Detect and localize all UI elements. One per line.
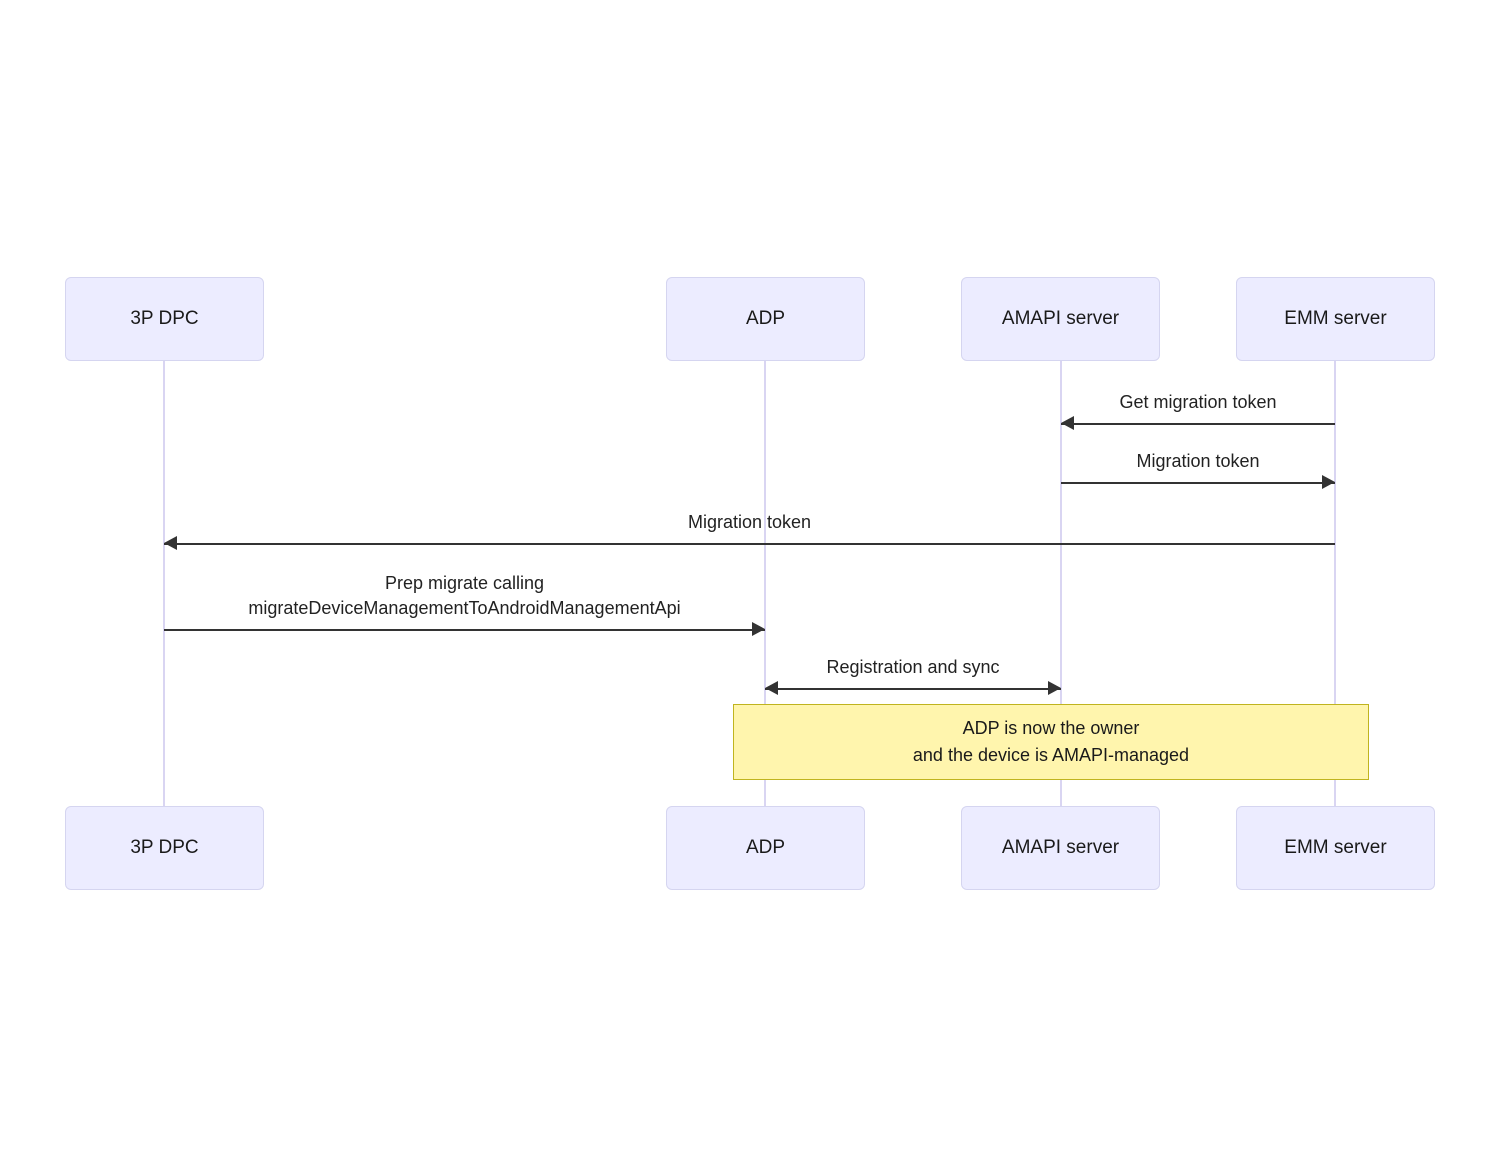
message-label-prep-migrate: Prep migrate calling migrateDeviceManage… [248, 573, 681, 618]
arrowhead-right-migration-token-amapi-emm [1322, 475, 1335, 489]
lifeline-emm [1334, 361, 1336, 806]
message-line-migration-token-emm-dpc [164, 543, 1335, 545]
message-line-get-migration-token [1061, 423, 1335, 425]
participant-label-adp: ADP [745, 307, 786, 329]
message-label-registration-and-sync: Registration and sync [826, 657, 1000, 677]
participant-bottom-adp[interactable]: ADP [666, 806, 865, 890]
message-label-migration-token-emm-dpc: Migration token [687, 512, 812, 532]
arrowhead-right-prep-migrate [752, 622, 765, 636]
participant-top-dpc[interactable]: 3P DPC [65, 277, 264, 361]
lifeline-adp [764, 361, 766, 806]
participant-label-bottom-adp: ADP [745, 836, 786, 858]
arrowhead-left-migration-token-emm-dpc [164, 536, 177, 550]
participant-bottom-dpc[interactable]: 3P DPC [65, 806, 264, 890]
participant-top-emm[interactable]: EMM server [1236, 277, 1435, 361]
participant-label-amapi: AMAPI server [1001, 307, 1120, 329]
message-line-migration-token-amapi-emm [1061, 482, 1335, 484]
participant-top-adp[interactable]: ADP [666, 277, 865, 361]
arrowhead-left-get-migration-token [1061, 416, 1074, 430]
arrowhead-right-registration-and-sync [1048, 681, 1061, 695]
note-adp-owner: ADP is now the owner and the device is A… [733, 704, 1369, 780]
lifeline-dpc [163, 361, 165, 806]
participant-top-amapi[interactable]: AMAPI server [961, 277, 1160, 361]
participant-label-bottom-emm: EMM server [1284, 836, 1387, 858]
participant-bottom-emm[interactable]: EMM server [1236, 806, 1435, 890]
arrowhead-left-registration-and-sync [765, 681, 778, 695]
message-line-prep-migrate [164, 629, 765, 631]
message-label-migration-token-amapi-emm: Migration token [1136, 451, 1260, 471]
participant-label-emm: EMM server [1284, 307, 1387, 329]
lifeline-amapi [1060, 361, 1062, 806]
message-line-registration-and-sync [765, 688, 1061, 690]
participant-label-bottom-amapi: AMAPI server [1001, 836, 1120, 858]
message-label-get-migration-token: Get migration token [1119, 392, 1277, 412]
participant-bottom-amapi[interactable]: AMAPI server [961, 806, 1160, 890]
participant-label-dpc: 3P DPC [130, 307, 199, 329]
participant-label-bottom-dpc: 3P DPC [130, 836, 199, 858]
